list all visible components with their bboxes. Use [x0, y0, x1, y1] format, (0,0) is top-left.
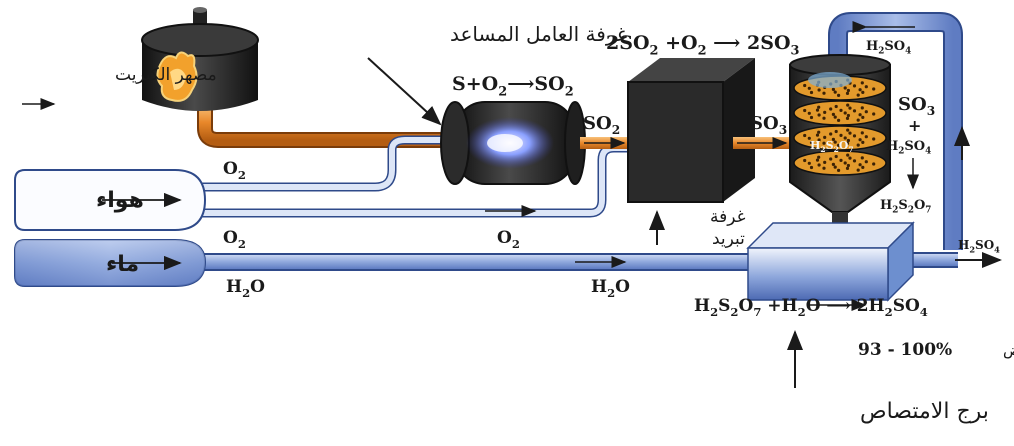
so2-pipe [580, 137, 628, 149]
acid-word-label: حامض [1003, 341, 1014, 359]
cooling-label-2: تبريد [712, 229, 745, 249]
o2-upper-label: O2 [223, 159, 246, 182]
cooling-label-1: غرفة [710, 207, 746, 227]
oxidation-equation: 2SO2 +O2 ⟶ 2SO3 [606, 32, 800, 58]
absorption-tower-label: برج الامتصاص [860, 399, 989, 424]
so2-label: SO2 [583, 113, 620, 137]
h2so4-side-label: H2SO4 [886, 139, 931, 157]
acid-concentration-label: 93 - 100% [858, 340, 952, 360]
catalyst-beds [793, 72, 887, 176]
water-pipe [195, 253, 755, 271]
h2s2o7-inner-label: H2S2O7 [810, 139, 854, 154]
h2o-mid-label: H2O [591, 277, 630, 300]
water-label: ماء [106, 252, 139, 277]
o2-lower-mid-label: O2 [497, 228, 520, 251]
so3-pipe [733, 137, 790, 149]
combustion-equation: S+O2⟶SO2 [452, 73, 574, 99]
h2so4-top-label: H2SO4 [866, 39, 911, 57]
so3-label: SO3 [750, 113, 787, 137]
catalyst-chamber-label: غرفة العامل المساعد [450, 22, 627, 46]
h2o-left-label: H2O [226, 277, 265, 300]
air-inlet[interactable] [14, 169, 207, 231]
sulfur-source-label: مصهر الكبريت [115, 65, 217, 85]
h2so4-output-label: H2SO4 [958, 238, 1000, 254]
catalyst-chamber [440, 101, 586, 185]
plus-side-label: + [908, 116, 921, 135]
sulfur-pipe [197, 105, 455, 148]
h2s2o7-side-label: H2S2O7 [880, 198, 931, 216]
air-label: هواء [96, 188, 144, 213]
catalyst-pointer-arrow [367, 57, 442, 126]
o2-lower-left-label: O2 [223, 228, 246, 251]
water-tank [746, 221, 915, 302]
absorption-tower [789, 54, 891, 247]
so3-side-label: SO3 [898, 94, 935, 118]
sulfur-melter [141, 7, 259, 111]
final-equation: H2S2O7 +H2O ⟶ 2H2SO4 [694, 296, 928, 319]
water-inlet[interactable] [14, 239, 207, 287]
cooling-chamber [627, 58, 755, 203]
air-pipe-upper [200, 135, 445, 192]
